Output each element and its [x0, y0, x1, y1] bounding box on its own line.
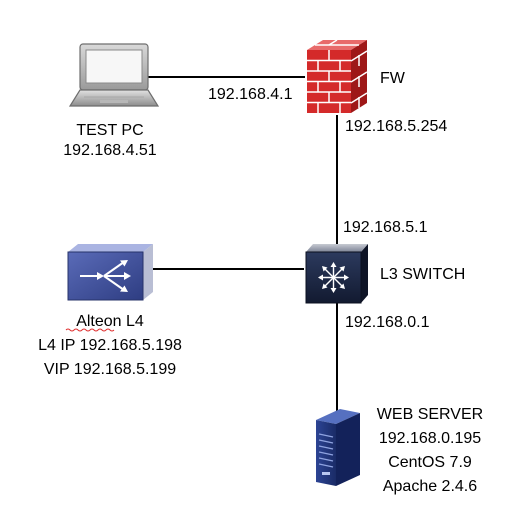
- firewall-ip-pc-side: 192.168.4.1: [208, 86, 293, 103]
- firewall-brick-wall-icon: [307, 39, 368, 113]
- server-os: CentOS 7.9: [388, 454, 472, 471]
- alteon-vip: VIP 192.168.5.199: [44, 361, 176, 378]
- alteon-name: Alteon L4: [76, 313, 144, 330]
- firewall-ip-switch-side: 192.168.5.254: [345, 118, 447, 135]
- firewall-name: FW: [380, 70, 406, 87]
- switch-ip-fw-side: 192.168.5.1: [343, 219, 428, 236]
- switch-ip-server-side: 192.168.0.1: [345, 314, 430, 331]
- test-pc-ip: 192.168.4.51: [63, 142, 157, 159]
- server-ip: 192.168.0.195: [379, 430, 481, 447]
- switch-icon: [305, 244, 368, 304]
- spellcheck-underline: [65, 328, 115, 332]
- server-software: Apache 2.4.6: [383, 478, 477, 495]
- laptop-icon: [68, 43, 160, 107]
- server-name: WEB SERVER: [377, 406, 483, 423]
- server-icon: [316, 409, 360, 486]
- switch-name: L3 SWITCH: [380, 266, 465, 283]
- alteon-l4-ip: L4 IP 192.168.5.198: [38, 337, 182, 354]
- load-balancer-icon: [67, 244, 153, 301]
- test-pc-name: TEST PC: [76, 122, 143, 139]
